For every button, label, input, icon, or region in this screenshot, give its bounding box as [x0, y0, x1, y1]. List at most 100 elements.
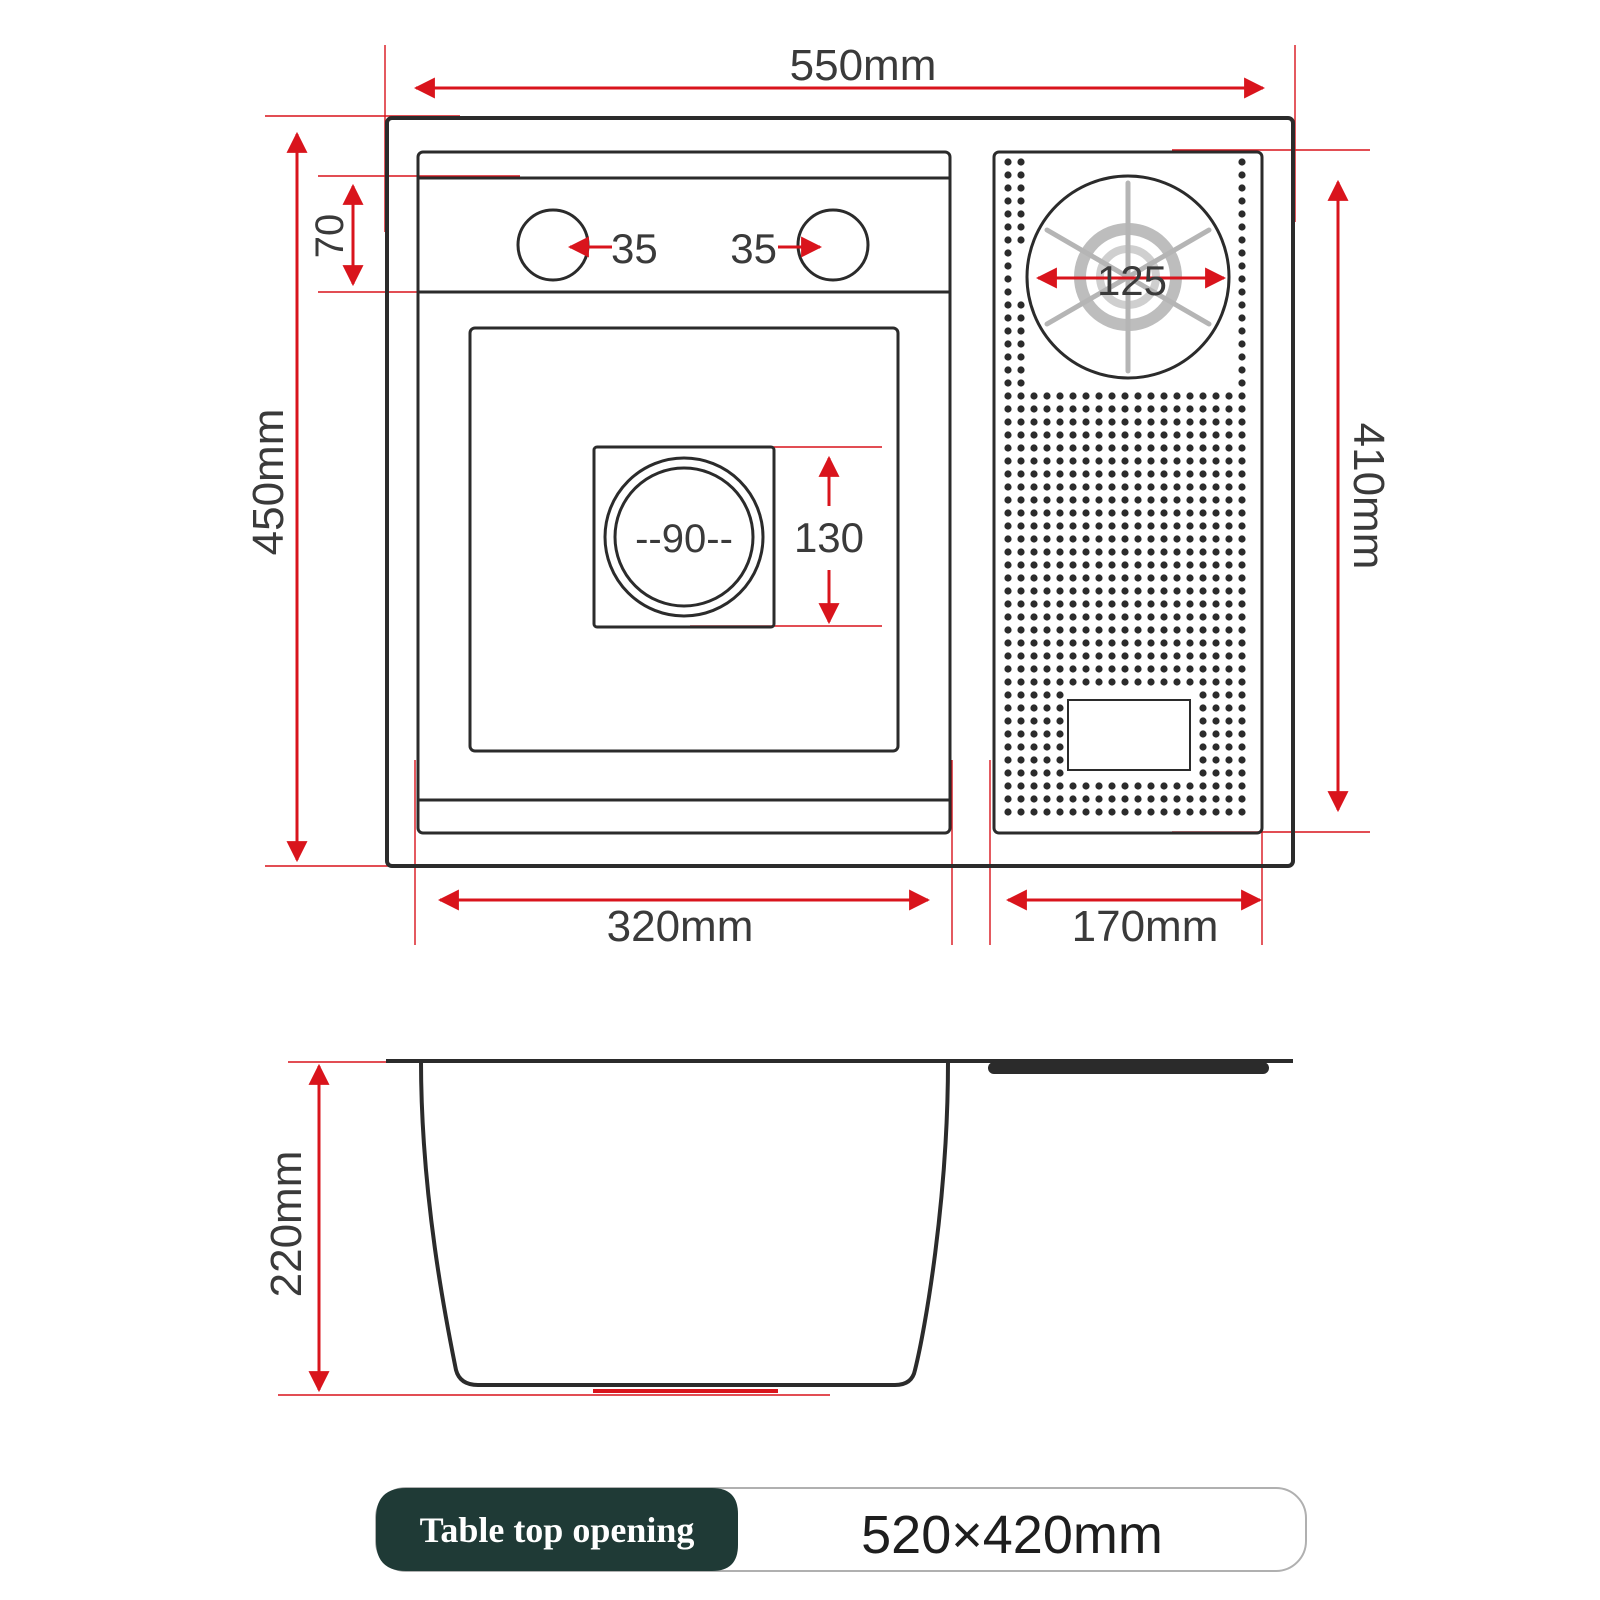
bowl-depth-label: 220mm	[262, 1151, 311, 1298]
perforation-dot	[1134, 405, 1142, 413]
perforation-dot	[1108, 509, 1116, 517]
perforation-dot	[1225, 431, 1233, 439]
perforation-dot	[1121, 808, 1129, 816]
perforation-dot	[1030, 548, 1038, 556]
drainboard-depth-label: 410mm	[1344, 423, 1393, 570]
perforation-dot	[1134, 639, 1142, 647]
perforation-dot	[1147, 587, 1155, 595]
perforation-dot	[1238, 691, 1246, 699]
perforation-dot	[1030, 795, 1038, 803]
perforation-dot	[1134, 574, 1142, 582]
perforation-dot	[1095, 652, 1103, 660]
perforation-dot	[1004, 197, 1012, 205]
perforation-dot	[1043, 691, 1051, 699]
perforation-dot	[1043, 730, 1051, 738]
perforation-dot	[1095, 405, 1103, 413]
perforation-dot	[1004, 730, 1012, 738]
perforation-dot	[1199, 613, 1207, 621]
perforation-dot	[1095, 535, 1103, 543]
perforation-dot	[1043, 652, 1051, 660]
perforation-dot	[1069, 535, 1077, 543]
perforation-dot	[1004, 236, 1012, 244]
perforation-dot	[1030, 756, 1038, 764]
perforation-dot	[1108, 496, 1116, 504]
perforation-dot	[1108, 431, 1116, 439]
perforation-dot	[1030, 626, 1038, 634]
perforation-dot	[1004, 262, 1012, 270]
tap-hole-left	[516, 208, 590, 282]
perforation-dot	[1017, 613, 1025, 621]
perforation-dot	[1212, 743, 1220, 751]
perforation-dot	[1147, 470, 1155, 478]
perforation-dot	[1225, 587, 1233, 595]
perforation-dot	[1069, 509, 1077, 517]
perforation-dot	[1030, 769, 1038, 777]
perforation-dot	[1043, 509, 1051, 517]
perforation-dot	[1004, 379, 1012, 387]
perforation-dot	[1069, 444, 1077, 452]
perforation-dot	[1108, 444, 1116, 452]
perforation-dot	[1030, 509, 1038, 517]
perforation-dot	[1082, 522, 1090, 530]
perforation-dot	[1212, 392, 1220, 400]
perforation-dot	[1238, 366, 1246, 374]
perforation-dot	[1238, 223, 1246, 231]
perforation-dot	[1238, 171, 1246, 179]
perforation-dot	[1069, 522, 1077, 530]
perforation-dot	[1186, 574, 1194, 582]
perforation-dot	[1225, 574, 1233, 582]
perforation-dot	[1134, 652, 1142, 660]
perforation-dot	[1030, 782, 1038, 790]
perforation-dot	[1160, 483, 1168, 491]
perforation-dot	[1121, 574, 1129, 582]
perforation-dot	[1095, 600, 1103, 608]
perforation-dot	[1004, 223, 1012, 231]
perforation-dot	[1160, 431, 1168, 439]
perforation-dot	[1030, 730, 1038, 738]
perforation-dot	[1082, 782, 1090, 790]
perforation-dot	[1004, 210, 1012, 218]
perforation-dot	[1121, 405, 1129, 413]
perforation-dot	[1199, 496, 1207, 504]
perforation-dot	[1108, 457, 1116, 465]
perforation-dot	[1043, 405, 1051, 413]
perforation-dot	[1238, 392, 1246, 400]
perforation-dot	[1238, 197, 1246, 205]
perforation-dot	[1004, 613, 1012, 621]
perforation-dot	[1238, 769, 1246, 777]
perforation-dot	[1030, 470, 1038, 478]
perforation-dot	[1095, 782, 1103, 790]
perforation-dot	[1108, 600, 1116, 608]
perforation-dot	[1212, 769, 1220, 777]
perforation-dot	[1043, 418, 1051, 426]
perforation-dot	[1134, 470, 1142, 478]
perforation-dot	[1095, 678, 1103, 686]
perforation-dot	[1238, 509, 1246, 517]
perforation-dot	[1160, 782, 1168, 790]
perforation-dot	[1017, 626, 1025, 634]
perforation-dot	[1030, 457, 1038, 465]
perforation-dot	[1056, 470, 1064, 478]
perforation-dot	[1082, 509, 1090, 517]
perforation-dot	[1017, 340, 1025, 348]
cup-rinser	[1025, 174, 1231, 380]
perforation-dot	[1134, 548, 1142, 556]
sink-side-view	[386, 1059, 1293, 1387]
perforation-dot	[1134, 535, 1142, 543]
perforation-dot	[1199, 509, 1207, 517]
perforation-dot	[1225, 470, 1233, 478]
perforation-dot	[1108, 483, 1116, 491]
perforation-dot	[1225, 704, 1233, 712]
perforation-dot	[1004, 678, 1012, 686]
perforation-dot	[1173, 535, 1181, 543]
perforation-dot	[1030, 444, 1038, 452]
perforation-dot	[1121, 392, 1129, 400]
perforation-dot	[1069, 457, 1077, 465]
perforation-dot	[1199, 574, 1207, 582]
perforation-dot	[1004, 626, 1012, 634]
perforation-dot	[1160, 561, 1168, 569]
perforation-dot	[1069, 678, 1077, 686]
perforation-dot	[1147, 509, 1155, 517]
perforation-dot	[1017, 808, 1025, 816]
perforation-dot	[1017, 743, 1025, 751]
